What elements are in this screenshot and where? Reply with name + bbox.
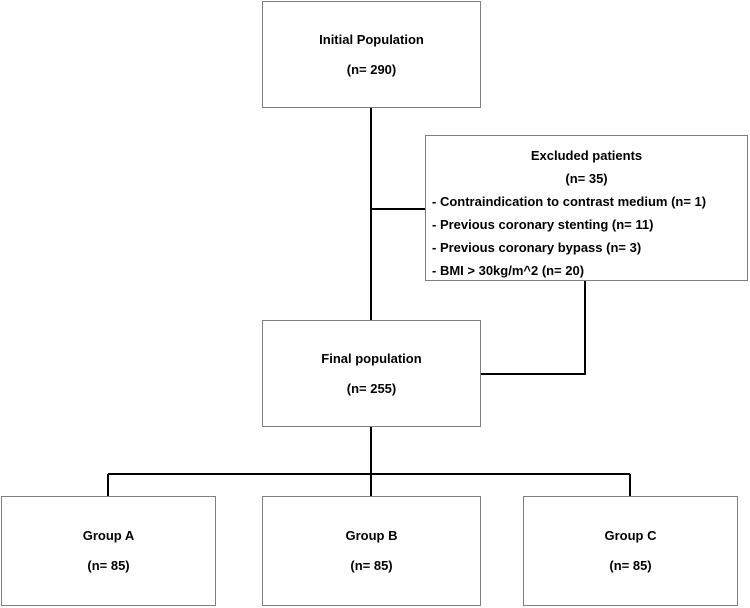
final-population-box: Final population (n= 255) — [262, 320, 481, 427]
group-a-count: (n= 85) — [87, 558, 130, 573]
exclusion-reason-bmi: - BMI > 30kg/m^2 (n= 20) — [432, 263, 585, 278]
initial-population-box: Initial Population (n= 290) — [262, 1, 481, 108]
group-a-box: Group A (n= 85) — [1, 496, 216, 606]
exclusion-reason-contrast: - Contraindication to contrast medium (n… — [432, 194, 707, 209]
exclusion-reason-stenting: - Previous coronary stenting (n= 11) — [432, 217, 654, 232]
excluded-patients-title: Excluded patients — [530, 148, 643, 163]
final-population-count: (n= 255) — [346, 380, 397, 396]
group-b-title: Group B — [345, 528, 398, 543]
group-a-title: Group A — [82, 528, 135, 543]
excluded-patients-count: (n= 35) — [565, 171, 608, 186]
group-c-box: Group C (n= 85) — [523, 496, 738, 606]
initial-population-count: (n= 290) — [346, 61, 397, 77]
connector-excluded-to-final — [481, 281, 586, 375]
group-b-count: (n= 85) — [350, 558, 393, 573]
initial-population-title: Initial Population — [319, 31, 424, 47]
group-c-count: (n= 85) — [609, 558, 652, 573]
exclusion-reason-bypass: - Previous coronary bypass (n= 3) — [432, 240, 642, 255]
group-b-box: Group B (n= 85) — [262, 496, 481, 606]
excluded-patients-box: Excluded patients (n= 35) - Contraindica… — [425, 135, 748, 281]
group-c-title: Group C — [604, 528, 657, 543]
final-population-title: Final population — [321, 350, 422, 366]
